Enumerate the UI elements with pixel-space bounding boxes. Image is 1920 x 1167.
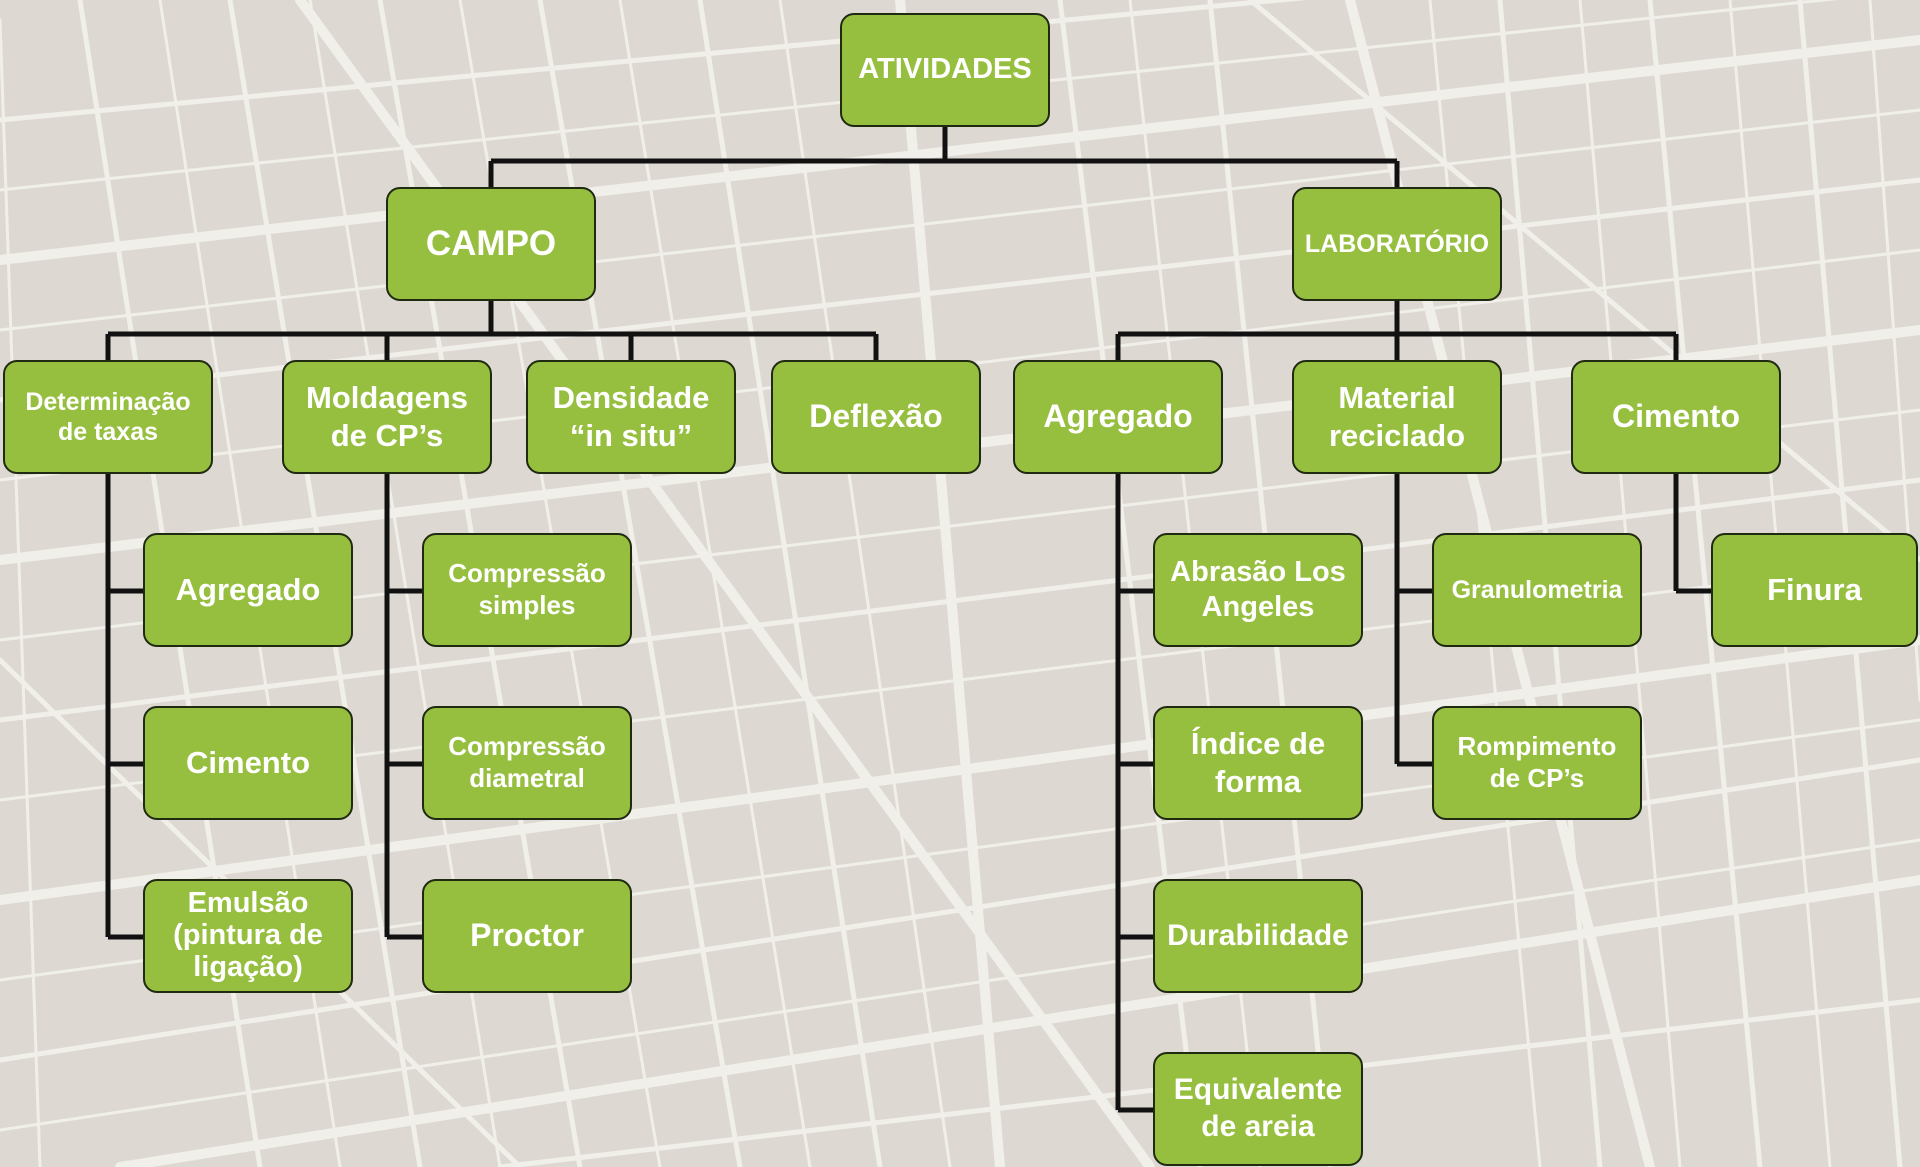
node-material-reciclado: Material reciclado: [1292, 360, 1502, 474]
node-laboratorio: LABORATÓRIO: [1292, 187, 1502, 301]
node-moldagens-de-cps: Moldagens de CP’s: [282, 360, 492, 474]
node-determinacao-de-taxas: Determinação de taxas: [3, 360, 213, 474]
node-rompimento-de-cps: Rompimento de CP’s: [1432, 706, 1642, 820]
node-campo-cimento: Cimento: [143, 706, 353, 820]
node-proctor: Proctor: [422, 879, 632, 993]
node-deflexao: Deflexão: [771, 360, 981, 474]
node-campo: CAMPO: [386, 187, 596, 301]
node-lab-cimento: Cimento: [1571, 360, 1781, 474]
node-durabilidade: Durabilidade: [1153, 879, 1363, 993]
node-compressao-simples: Compressão simples: [422, 533, 632, 647]
node-emulsao: Emulsão (pintura de ligação): [143, 879, 353, 993]
node-atividades: ATIVIDADES: [840, 13, 1050, 127]
node-abrasao-los-angeles: Abrasão Los Angeles: [1153, 533, 1363, 647]
node-lab-agregado: Agregado: [1013, 360, 1223, 474]
node-equivalente-de-areia: Equivalente de areia: [1153, 1052, 1363, 1166]
node-densidade-in-situ: Densidade “in situ”: [526, 360, 736, 474]
node-indice-de-forma: Índice de forma: [1153, 706, 1363, 820]
node-campo-agregado: Agregado: [143, 533, 353, 647]
node-finura: Finura: [1711, 533, 1918, 647]
node-granulometria: Granulometria: [1432, 533, 1642, 647]
node-compressao-diametral: Compressão diametral: [422, 706, 632, 820]
